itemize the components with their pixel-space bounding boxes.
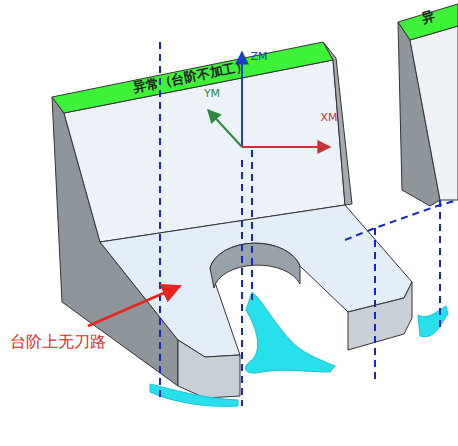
- second-part: [398, 4, 458, 206]
- axis-label: YM: [204, 88, 220, 99]
- axis-label: ZM: [250, 51, 267, 62]
- dashed-lines: [160, 42, 458, 406]
- callout-arrow: [88, 286, 180, 326]
- axis-label: XM: [320, 112, 337, 123]
- toolpath: [150, 292, 448, 406]
- face-label: 异: [420, 8, 436, 24]
- main-part: [52, 42, 412, 398]
- callout-note: 台阶上无刀路: [10, 334, 106, 350]
